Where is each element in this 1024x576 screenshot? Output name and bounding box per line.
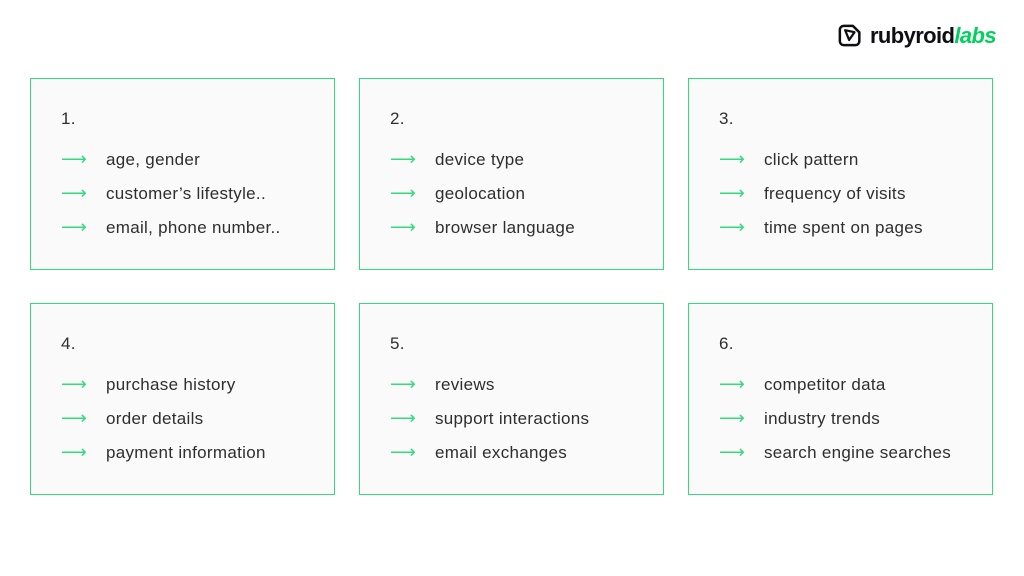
list-item-label: email exchanges bbox=[435, 443, 568, 462]
card-number: 6. bbox=[719, 334, 734, 353]
brand-name-green: labs bbox=[954, 22, 996, 48]
card-list: ⟶ age, gender ⟶ customer’s lifestyle.. ⟶… bbox=[61, 143, 326, 245]
card-6: 6. ⟶ competitor data ⟶ industry trends ⟶… bbox=[688, 303, 993, 495]
list-item: ⟶ search engine searches bbox=[719, 436, 984, 470]
list-item: ⟶ reviews bbox=[390, 368, 655, 402]
list-item: ⟶ device type bbox=[390, 143, 655, 177]
list-item-label: device type bbox=[435, 150, 525, 169]
list-item: ⟶ frequency of visits bbox=[719, 177, 984, 211]
arrow-icon: ⟶ bbox=[390, 183, 416, 204]
list-item-label: frequency of visits bbox=[764, 184, 906, 203]
list-item-label: industry trends bbox=[764, 409, 880, 428]
card-number: 4. bbox=[61, 334, 76, 353]
list-item-label: support interactions bbox=[435, 409, 590, 428]
card-number: 3. bbox=[719, 109, 734, 128]
list-item-label: customer’s lifestyle.. bbox=[106, 184, 266, 203]
list-item: ⟶ competitor data bbox=[719, 368, 984, 402]
list-item: ⟶ age, gender bbox=[61, 143, 326, 177]
arrow-icon: ⟶ bbox=[390, 374, 416, 395]
rubyroid-labs-logo-icon bbox=[838, 24, 861, 47]
list-item-label: purchase history bbox=[106, 375, 236, 394]
arrow-icon: ⟶ bbox=[390, 217, 416, 238]
list-item-label: age, gender bbox=[106, 150, 201, 169]
list-item: ⟶ time spent on pages bbox=[719, 211, 984, 245]
card-list: ⟶ click pattern ⟶ frequency of visits ⟶ … bbox=[719, 143, 984, 245]
arrow-icon: ⟶ bbox=[719, 183, 745, 204]
card-list: ⟶ competitor data ⟶ industry trends ⟶ se… bbox=[719, 368, 984, 470]
card-1: 1. ⟶ age, gender ⟶ customer’s lifestyle.… bbox=[30, 78, 335, 270]
list-item: ⟶ browser language bbox=[390, 211, 655, 245]
logo: rubyroidlabs bbox=[836, 22, 997, 49]
brand-wordmark: rubyroidlabs bbox=[869, 22, 997, 49]
list-item: ⟶ click pattern bbox=[719, 143, 984, 177]
list-item: ⟶ email, phone number.. bbox=[61, 211, 326, 245]
card-5: 5. ⟶ reviews ⟶ support interactions ⟶ em… bbox=[359, 303, 664, 495]
list-item: ⟶ customer’s lifestyle.. bbox=[61, 177, 326, 211]
card-2: 2. ⟶ device type ⟶ geolocation ⟶ browser… bbox=[359, 78, 664, 270]
list-item-label: competitor data bbox=[764, 375, 886, 394]
cards-grid: 1. ⟶ age, gender ⟶ customer’s lifestyle.… bbox=[30, 78, 993, 495]
arrow-icon: ⟶ bbox=[390, 442, 416, 463]
card-3: 3. ⟶ click pattern ⟶ frequency of visits… bbox=[688, 78, 993, 270]
card-number: 1. bbox=[61, 109, 76, 128]
list-item: ⟶ support interactions bbox=[390, 402, 655, 436]
arrow-icon: ⟶ bbox=[719, 149, 745, 170]
arrow-icon: ⟶ bbox=[390, 408, 416, 429]
list-item-label: geolocation bbox=[435, 184, 526, 203]
card-list: ⟶ reviews ⟶ support interactions ⟶ email… bbox=[390, 368, 655, 470]
card-number: 5. bbox=[390, 334, 405, 353]
arrow-icon: ⟶ bbox=[61, 149, 87, 170]
list-item-label: click pattern bbox=[764, 150, 859, 169]
arrow-icon: ⟶ bbox=[719, 374, 745, 395]
arrow-icon: ⟶ bbox=[719, 217, 745, 238]
list-item: ⟶ geolocation bbox=[390, 177, 655, 211]
list-item-label: reviews bbox=[435, 375, 495, 394]
list-item-label: email, phone number.. bbox=[106, 218, 281, 237]
list-item-label: time spent on pages bbox=[764, 218, 923, 237]
card-list: ⟶ device type ⟶ geolocation ⟶ browser la… bbox=[390, 143, 655, 245]
arrow-icon: ⟶ bbox=[61, 217, 87, 238]
list-item-label: payment information bbox=[106, 443, 266, 462]
list-item: ⟶ email exchanges bbox=[390, 436, 655, 470]
arrow-icon: ⟶ bbox=[61, 183, 87, 204]
card-4: 4. ⟶ purchase history ⟶ order details ⟶ … bbox=[30, 303, 335, 495]
arrow-icon: ⟶ bbox=[61, 374, 87, 395]
arrow-icon: ⟶ bbox=[719, 408, 745, 429]
list-item-label: browser language bbox=[435, 218, 575, 237]
list-item: ⟶ payment information bbox=[61, 436, 326, 470]
arrow-icon: ⟶ bbox=[390, 149, 416, 170]
card-list: ⟶ purchase history ⟶ order details ⟶ pay… bbox=[61, 368, 326, 470]
list-item: ⟶ purchase history bbox=[61, 368, 326, 402]
list-item-label: search engine searches bbox=[764, 443, 952, 462]
list-item: ⟶ industry trends bbox=[719, 402, 984, 436]
card-number: 2. bbox=[390, 109, 405, 128]
list-item-label: order details bbox=[106, 409, 204, 428]
arrow-icon: ⟶ bbox=[719, 442, 745, 463]
arrow-icon: ⟶ bbox=[61, 442, 87, 463]
list-item: ⟶ order details bbox=[61, 402, 326, 436]
brand-name-black: rubyroid bbox=[869, 22, 955, 48]
arrow-icon: ⟶ bbox=[61, 408, 87, 429]
